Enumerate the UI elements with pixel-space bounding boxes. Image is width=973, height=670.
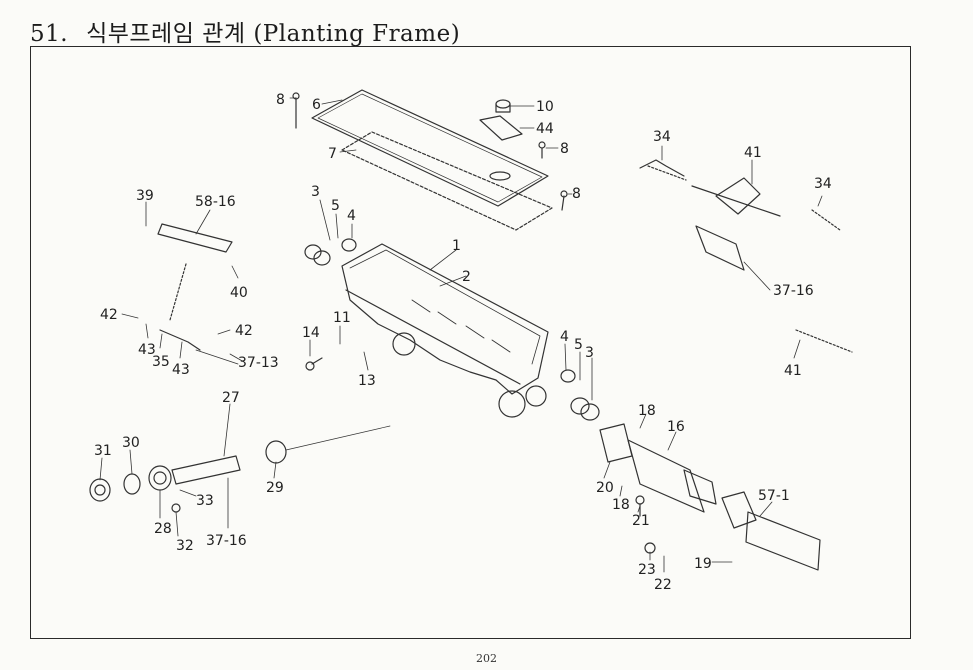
main-frame-body	[341, 243, 549, 418]
callout-label: 40	[230, 285, 248, 301]
callout-label: 33	[196, 493, 214, 509]
callout-labels: 8 6 10 44 8 7 8 34 41 34 39 58-16 3 5 4 …	[94, 92, 832, 593]
callout-label: 10	[536, 99, 554, 115]
callout-label: 41	[784, 363, 802, 379]
callout-label: 32	[176, 538, 194, 554]
section-number: 51.	[30, 21, 69, 47]
callout-label: 37-13	[238, 355, 279, 371]
callout-label: 18	[638, 403, 656, 419]
callout-label: 7	[328, 146, 337, 162]
callout-label: 23	[638, 562, 656, 578]
callout-label: 31	[94, 443, 112, 459]
callout-label: 42	[100, 307, 118, 323]
title-korean: 식부프레임 관계	[86, 21, 246, 47]
callout-label: 41	[744, 145, 762, 161]
hardware-bolts	[171, 92, 656, 554]
callout-label: 44	[536, 121, 554, 137]
callout-label: 20	[596, 480, 614, 496]
callout-label: 28	[154, 521, 172, 537]
callout-label: 30	[122, 435, 140, 451]
page-title: 51. 식부프레임 관계 (Planting Frame)	[30, 14, 460, 48]
callout-label: 4	[347, 208, 356, 224]
bushings	[304, 238, 600, 421]
callout-label: 2	[462, 269, 471, 285]
callout-label: 58-16	[195, 194, 236, 210]
spring-arm-assembly	[639, 159, 853, 353]
callout-label: 39	[136, 188, 154, 204]
callout-label: 6	[312, 97, 321, 113]
callout-label: 43	[138, 342, 156, 358]
callout-label: 29	[266, 480, 284, 496]
callout-label: 37-16	[206, 533, 247, 549]
top-cover-plate	[311, 89, 549, 207]
callout-label: 18	[612, 497, 630, 513]
callout-label: 21	[632, 513, 650, 529]
leader-lines	[99, 97, 823, 573]
callout-label: 27	[222, 390, 240, 406]
page-number: 202	[476, 652, 497, 665]
callout-label: 57-1	[758, 488, 790, 504]
gasket	[341, 131, 553, 231]
cap-and-bracket	[479, 99, 523, 141]
callout-label: 8	[276, 92, 285, 108]
left-lever-assembly	[157, 223, 239, 365]
callout-label: 43	[172, 362, 190, 378]
callout-label: 8	[572, 186, 581, 202]
callout-label: 34	[814, 176, 832, 192]
callout-label: 5	[574, 337, 583, 353]
callout-label: 37-16	[773, 283, 814, 299]
callout-label: 5	[331, 198, 340, 214]
callout-label: 19	[694, 556, 712, 572]
title-english: (Planting Frame)	[253, 21, 461, 47]
callout-label: 8	[560, 141, 569, 157]
drive-housing	[599, 423, 821, 571]
callout-label: 35	[152, 354, 170, 370]
callout-label: 11	[333, 310, 351, 326]
callout-label: 3	[311, 184, 320, 200]
callout-label: 14	[302, 325, 320, 341]
callout-label: 42	[235, 323, 253, 339]
callout-label: 4	[560, 329, 569, 345]
diagram-frame	[30, 46, 911, 639]
callout-label: 22	[654, 577, 672, 593]
callout-label: 13	[358, 373, 376, 389]
callout-label: 3	[585, 345, 594, 361]
callout-label: 34	[653, 129, 671, 145]
callout-label: 1	[452, 238, 461, 254]
callout-label: 16	[667, 419, 685, 435]
